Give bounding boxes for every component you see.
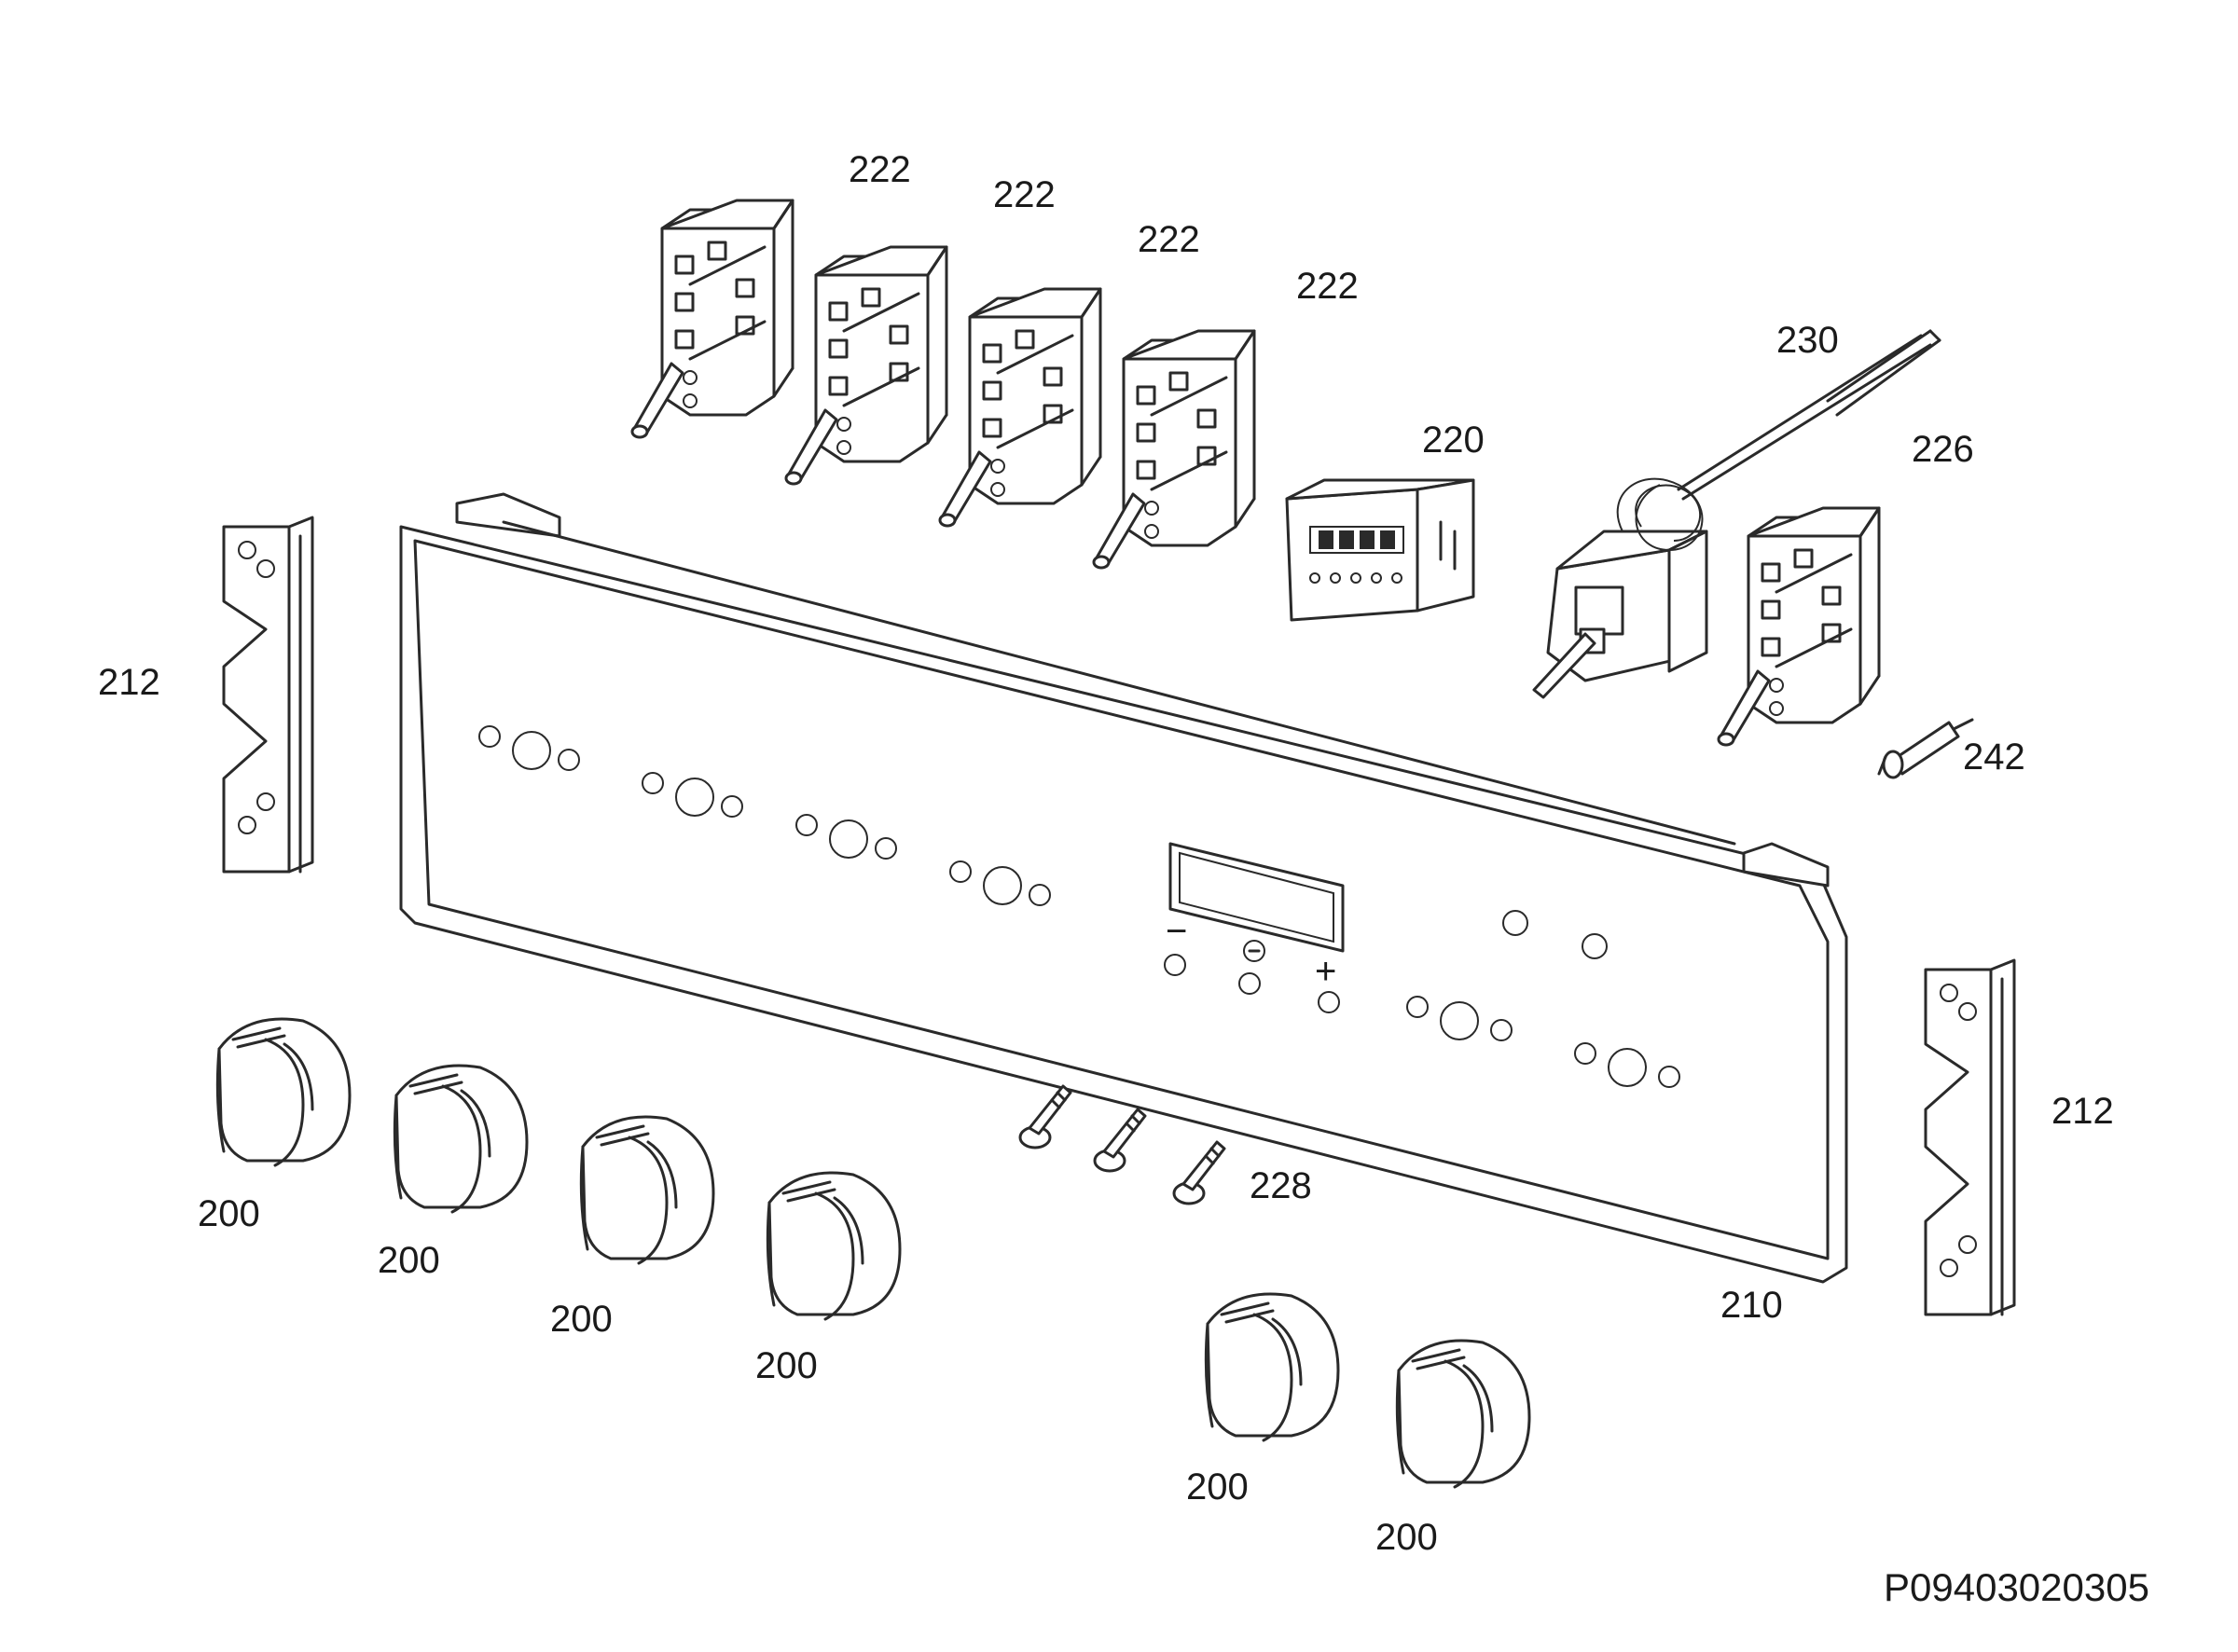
rotary-switch-4 (1092, 329, 1256, 570)
label-switch-3: 222 (1138, 219, 1200, 260)
control-knob-5 (1204, 1292, 1340, 1442)
label-switch-5: 226 (1912, 429, 1974, 470)
thermostat (1532, 329, 1941, 699)
screw-1 (1018, 1084, 1072, 1150)
control-knob-2 (393, 1064, 529, 1214)
panel-holes (478, 725, 1680, 1088)
rotary-switch-1 (630, 199, 794, 439)
control-knob-6 (1395, 1339, 1531, 1489)
drawing-reference: P09403020305 (1884, 1565, 2149, 1609)
label-screws: 228 (1250, 1165, 1312, 1206)
label-switch-1: 222 (849, 149, 911, 190)
label-bracket-right: 212 (2052, 1091, 2114, 1132)
label-knob-5: 200 (1186, 1466, 1249, 1507)
label-thermostat: 230 (1776, 320, 1839, 361)
screw-3 (1172, 1140, 1226, 1205)
control-knob-3 (579, 1115, 715, 1265)
label-lamp: 242 (1963, 737, 2025, 778)
oven-lamp (1877, 718, 1974, 779)
control-knob-1 (215, 1017, 352, 1167)
label-timer: 220 (1422, 420, 1485, 461)
label-knob-6: 200 (1375, 1517, 1438, 1558)
rotary-switch-2 (784, 245, 948, 486)
label-switch-2: 222 (993, 174, 1056, 215)
timer-module (1285, 478, 1475, 622)
panel-plus-symbol: + (1315, 951, 1336, 992)
label-knob-4: 200 (755, 1345, 818, 1386)
rotary-switch-5 (1717, 506, 1881, 747)
label-bracket-left: 212 (98, 662, 160, 703)
side-bracket-right (1924, 958, 2016, 1316)
label-knob-1: 200 (198, 1193, 260, 1234)
control-panel (399, 492, 1848, 1284)
label-knob-3: 200 (550, 1299, 613, 1340)
label-panel: 210 (1720, 1285, 1783, 1326)
rotary-switch-3 (938, 287, 1102, 528)
label-knob-2: 200 (378, 1240, 440, 1281)
label-switch-4: 222 (1296, 266, 1359, 307)
side-bracket-left (222, 516, 314, 874)
control-knob-4 (766, 1171, 902, 1321)
screw-2 (1093, 1108, 1147, 1173)
panel-minus-symbol: − (1166, 911, 1187, 952)
